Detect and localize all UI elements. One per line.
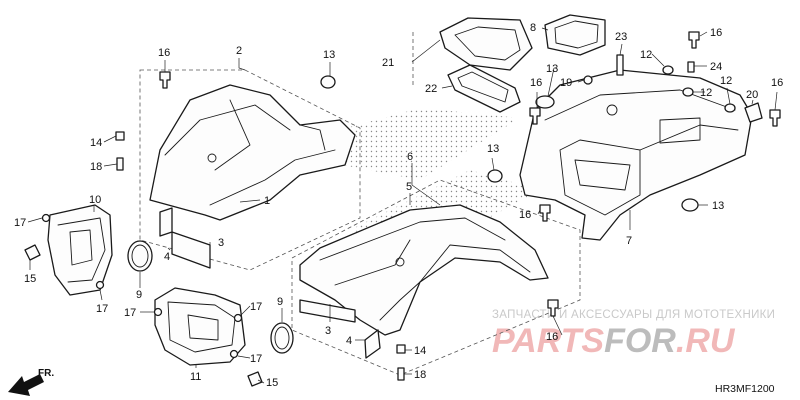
callout-15-left: 15 bbox=[24, 273, 36, 285]
callout-16-center: 16 bbox=[530, 77, 542, 89]
callout-4-lower: 4 bbox=[346, 335, 352, 347]
grommet-12-b[interactable] bbox=[682, 87, 694, 97]
callout-20: 20 bbox=[746, 89, 758, 101]
callout-13-left: 13 bbox=[546, 63, 558, 75]
callout-14-upper: 14 bbox=[90, 137, 102, 149]
callout-3-upper: 3 bbox=[218, 237, 224, 249]
lid-seal[interactable] bbox=[447, 64, 521, 113]
diagram-code: HR3MF1200 bbox=[715, 383, 775, 395]
callout-14-lower: 14 bbox=[414, 345, 426, 357]
rear-carrier[interactable] bbox=[519, 69, 753, 241]
clip-19[interactable] bbox=[583, 75, 593, 85]
callout-17-a: 17 bbox=[14, 217, 26, 229]
grommet-13-top[interactable] bbox=[320, 75, 336, 89]
watermark: ЗАПЧАСТИ И АКСЕССУАРЫ ДЛЯ МОТОТЕХНИКИ PA… bbox=[492, 309, 775, 360]
watermark-brand-part2: FOR bbox=[604, 322, 676, 360]
callout-9-lower: 9 bbox=[277, 296, 283, 308]
grommet-12-c[interactable] bbox=[724, 103, 736, 113]
left-fender-cover[interactable] bbox=[149, 84, 356, 221]
callout-24: 24 bbox=[710, 61, 722, 73]
callout-16-far-right: 16 bbox=[771, 77, 783, 89]
bolt-18-upper[interactable] bbox=[116, 157, 124, 171]
grommet-13-mid[interactable] bbox=[487, 169, 503, 183]
seal-upper[interactable] bbox=[159, 207, 173, 237]
watermark-brand-part3: .RU bbox=[676, 322, 736, 360]
callout-13-right: 13 bbox=[712, 200, 724, 212]
callout-17-d: 17 bbox=[250, 301, 262, 313]
screw-17-c[interactable] bbox=[153, 307, 163, 317]
bolt-14-lower[interactable] bbox=[396, 344, 406, 354]
trim-strip-lower[interactable] bbox=[299, 299, 356, 323]
bolt-16-top-left[interactable] bbox=[159, 71, 171, 89]
callout-4-upper: 4 bbox=[164, 251, 170, 263]
bolt-15-bottom[interactable] bbox=[247, 371, 263, 387]
callout-16-top-right: 16 bbox=[710, 27, 722, 39]
callout-22: 22 bbox=[425, 83, 437, 95]
leader-lines bbox=[27, 27, 778, 384]
callout-9-left: 9 bbox=[136, 289, 142, 301]
watermark-tagline: ЗАПЧАСТИ И АКСЕССУАРЫ ДЛЯ МОТОТЕХНИКИ bbox=[492, 309, 775, 321]
trim-strip-upper[interactable] bbox=[171, 231, 211, 269]
screw-17-a[interactable] bbox=[41, 213, 51, 223]
callout-7: 7 bbox=[626, 235, 632, 247]
bolt-16-center[interactable] bbox=[529, 107, 541, 125]
callout-10: 10 bbox=[89, 194, 101, 206]
callout-15-bottom: 15 bbox=[266, 377, 278, 389]
direction-label: FR. bbox=[38, 368, 54, 379]
bolt-24[interactable] bbox=[687, 61, 695, 73]
hose-band-left[interactable] bbox=[127, 240, 153, 272]
hose-band-lower[interactable] bbox=[270, 322, 294, 354]
watermark-brand-part1: PARTS bbox=[492, 322, 604, 360]
center-fender-cover[interactable] bbox=[299, 204, 549, 336]
left-air-box[interactable] bbox=[47, 204, 113, 296]
bolt-16-lower[interactable] bbox=[539, 204, 551, 222]
callouts: 2 1 3 4 16 13 14 18 10 17 15 17 9 17 17 … bbox=[14, 22, 783, 389]
bolt-16-top-right[interactable] bbox=[688, 31, 700, 49]
callout-23: 23 bbox=[615, 31, 627, 43]
callout-6: 6 bbox=[407, 151, 413, 163]
seal-lower[interactable] bbox=[364, 329, 381, 359]
front-direction-arrow: FR. bbox=[8, 368, 54, 396]
screw-17-e[interactable] bbox=[229, 349, 239, 359]
callout-18-lower: 18 bbox=[414, 369, 426, 381]
bolt-23[interactable] bbox=[616, 54, 624, 76]
screw-17-b[interactable] bbox=[95, 280, 105, 290]
callout-17-c: 17 bbox=[124, 307, 136, 319]
callout-2: 2 bbox=[236, 45, 242, 57]
callout-16-bottom: 16 bbox=[546, 331, 558, 343]
bolt-16-far-right[interactable] bbox=[769, 109, 781, 127]
callout-13-mid: 13 bbox=[487, 143, 499, 155]
grommet-13-right[interactable] bbox=[681, 198, 699, 212]
callout-13-top: 13 bbox=[323, 49, 335, 61]
bracket-20[interactable] bbox=[744, 102, 763, 123]
callout-8: 8 bbox=[530, 22, 536, 34]
screw-17-d[interactable] bbox=[233, 313, 243, 323]
bolt-14-upper[interactable] bbox=[115, 131, 125, 141]
meter-panel[interactable] bbox=[544, 14, 606, 56]
callout-5: 5 bbox=[406, 181, 412, 193]
bolt-15-left[interactable] bbox=[24, 244, 41, 261]
callout-16-top-left: 16 bbox=[158, 47, 170, 59]
callout-21: 21 bbox=[382, 57, 394, 69]
callout-11: 11 bbox=[190, 371, 201, 383]
callout-12-c: 12 bbox=[720, 75, 732, 87]
callout-1: 1 bbox=[264, 195, 270, 207]
grommet-12-a[interactable] bbox=[662, 65, 674, 75]
arrow-icon bbox=[8, 374, 44, 396]
grommet-13-left[interactable] bbox=[535, 95, 555, 109]
bolt-18-lower[interactable] bbox=[397, 367, 405, 381]
watermark-brand: PARTSFOR.RU bbox=[492, 322, 736, 360]
callout-16-lower: 16 bbox=[519, 209, 531, 221]
bolt-16-bottom[interactable] bbox=[547, 299, 559, 317]
storage-lid[interactable] bbox=[439, 17, 533, 71]
callout-18-upper: 18 bbox=[90, 161, 102, 173]
callout-19: 19 bbox=[560, 77, 572, 89]
callout-3-lower: 3 bbox=[325, 325, 331, 337]
callout-17-e: 17 bbox=[250, 353, 262, 365]
callout-12-a: 12 bbox=[640, 49, 652, 61]
callout-12-b: 12 bbox=[700, 87, 712, 99]
callout-17-b: 17 bbox=[96, 303, 108, 315]
